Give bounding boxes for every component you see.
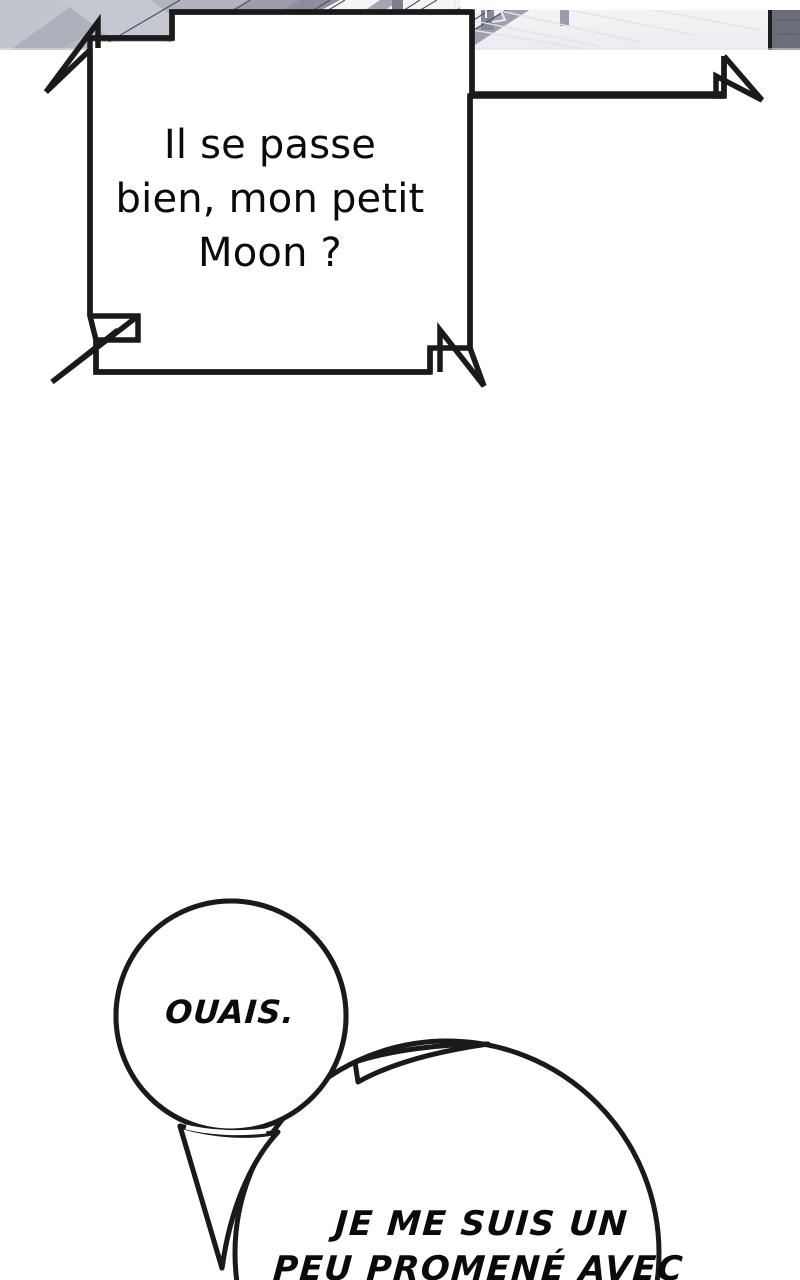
staircase-artwork <box>0 0 800 50</box>
ouais-balloon-text: OUAIS. <box>163 993 297 1031</box>
artwork-panel <box>0 0 800 50</box>
narration-balloon-text: Il se passe bien, mon petit Moon ? <box>115 122 425 276</box>
promene-balloon-text: JE ME SUIS UN PEU PROMENÉ AVEC <box>271 1204 686 1280</box>
